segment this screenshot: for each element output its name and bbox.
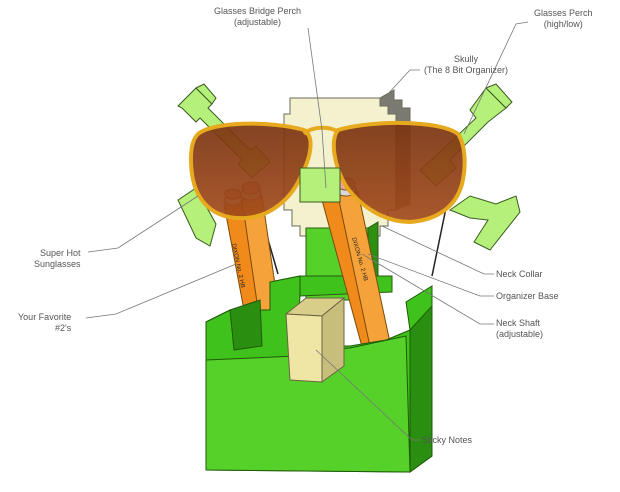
lens-right bbox=[331, 120, 467, 225]
lens-left bbox=[188, 121, 313, 221]
label-glasses-perch: Glasses Perch (high/low) bbox=[534, 8, 593, 29]
label-skully: Skully (The 8 Bit Organizer) bbox=[424, 54, 509, 75]
label-sticky-notes: Sticky Notes bbox=[422, 435, 473, 445]
bridge bbox=[302, 125, 340, 136]
sunglasses bbox=[188, 120, 467, 225]
bridge-perch bbox=[299, 167, 341, 203]
label-neck-shaft: Neck Shaft (adjustable) bbox=[496, 318, 544, 339]
leader-lines bbox=[85, 21, 529, 441]
label-bridge-perch: Glasses Bridge Perch (adjustable) bbox=[214, 6, 302, 27]
label-neck-collar: Neck Collar bbox=[496, 269, 543, 279]
label-sunglasses: Super Hot Sunglasses bbox=[34, 248, 81, 269]
label-pencils: Your Favorite #2's bbox=[18, 312, 72, 333]
label-organizer-base: Organizer Base bbox=[496, 291, 559, 301]
sticky-notes bbox=[284, 296, 346, 383]
